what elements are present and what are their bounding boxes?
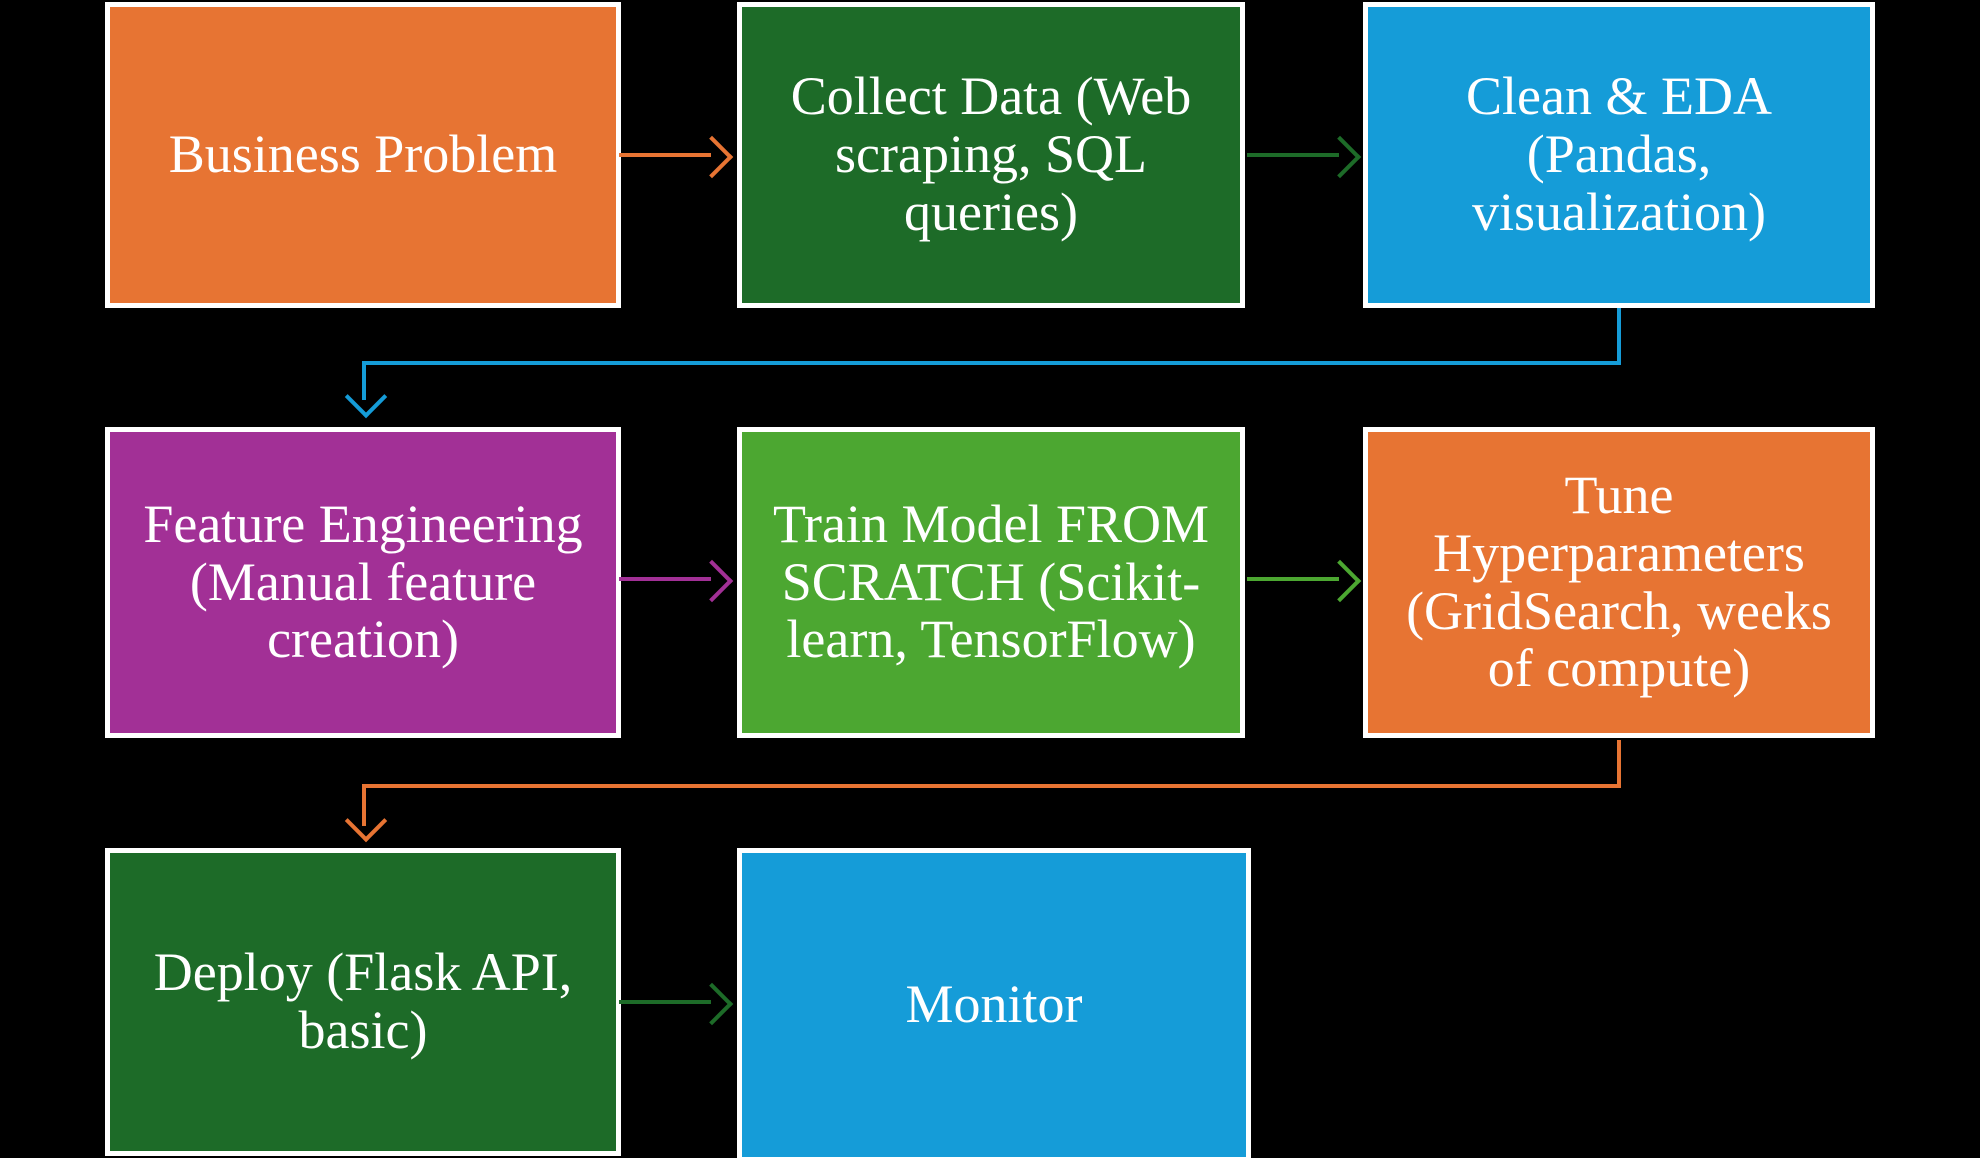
node-tune-hyperparameters-label: Tune Hyperparameters (GridSearch, weeks … (1406, 464, 1832, 699)
connector-tune-to-deploy-segment-down (1617, 740, 1621, 788)
connector-clean-to-feature-segment-drop (362, 365, 366, 400)
node-business-problem: Business Problem (105, 2, 621, 308)
connector-business-to-collect (619, 153, 711, 157)
node-tune-hyperparameters: Tune Hyperparameters (GridSearch, weeks … (1363, 427, 1875, 738)
node-clean-eda-label: Clean & EDA (Pandas, visualization) (1466, 66, 1772, 242)
node-deploy-label: Deploy (Flask API, basic) (153, 942, 573, 1060)
arrowhead-collect-to-clean-icon (1318, 135, 1362, 179)
connector-collect-to-clean (1247, 153, 1339, 157)
node-train-model-label: Train Model FROM SCRATCH (Scikit- learn,… (772, 493, 1210, 670)
connector-clean-to-feature-segment-across (362, 361, 1621, 365)
connector-clean-to-feature-segment-down (1617, 308, 1621, 365)
node-feature-engineering-label: Feature Engineering (Manual feature crea… (143, 493, 583, 670)
node-deploy: Deploy (Flask API, basic) (105, 848, 621, 1156)
node-business-problem-label: Business Problem (168, 124, 558, 185)
node-monitor-label: Monitor (905, 974, 1083, 1035)
node-clean-eda: Clean & EDA (Pandas, visualization) (1363, 2, 1875, 308)
arrowhead-deploy-to-monitor-icon (690, 982, 734, 1026)
node-collect-data: Collect Data (Web scraping, SQL queries) (737, 2, 1245, 308)
node-monitor: Monitor (737, 848, 1251, 1158)
node-feature-engineering: Feature Engineering (Manual feature crea… (105, 427, 621, 738)
arrowhead-train-to-tune-icon (1318, 559, 1362, 603)
connector-train-to-tune (1247, 577, 1339, 581)
node-train-model: Train Model FROM SCRATCH (Scikit- learn,… (737, 427, 1245, 738)
arrowhead-business-to-collect-icon (690, 135, 734, 179)
arrowhead-feature-to-train-icon (690, 559, 734, 603)
connector-deploy-to-monitor (619, 1000, 711, 1004)
arrowhead-clean-to-feature-icon (344, 375, 388, 419)
connector-tune-to-deploy-segment-drop (362, 788, 366, 826)
connector-tune-to-deploy-segment-across (362, 784, 1621, 788)
connector-feature-to-train (619, 577, 711, 581)
node-collect-data-label: Collect Data (Web scraping, SQL queries) (790, 66, 1192, 242)
arrowhead-tune-to-deploy-icon (344, 799, 388, 843)
